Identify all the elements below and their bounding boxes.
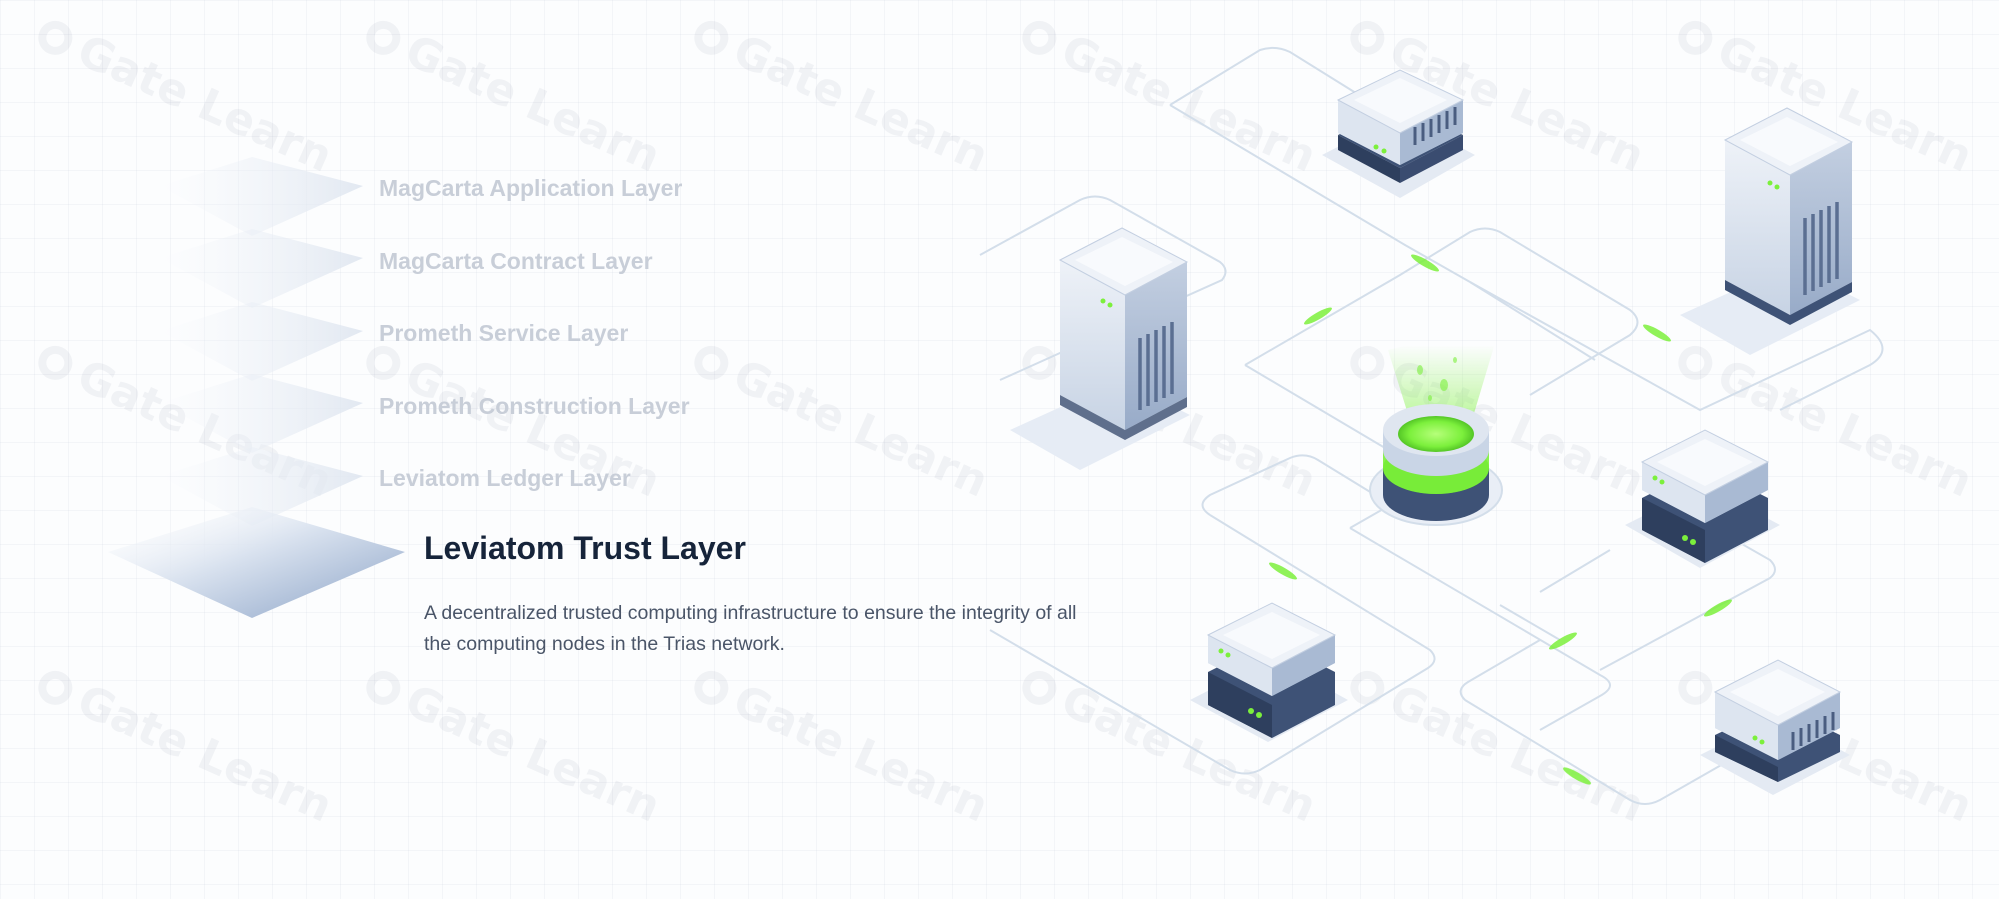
layer-plate-construction (160, 374, 363, 453)
server-block-top (1322, 69, 1475, 198)
data-packet-icon (1411, 254, 1439, 272)
layer-label-contract[interactable]: MagCarta Contract Layer (379, 248, 653, 274)
server-block-bottom-right (1700, 659, 1850, 795)
layer-stack-graphic (108, 157, 405, 618)
server-block-right (1625, 429, 1780, 568)
layer-plate-ledger (160, 447, 363, 526)
active-layer-title: Leviatom Trust Layer (424, 530, 746, 566)
connection-lines (979, 46, 1884, 805)
data-packets (1269, 254, 1732, 785)
layer-plate-service (160, 302, 363, 381)
data-packet-icon (1704, 599, 1732, 617)
data-packet-icon (1563, 767, 1591, 785)
server-tower-icon (1680, 107, 1860, 355)
data-packet-icon (1549, 632, 1577, 650)
layer-label-construction[interactable]: Prometh Construction Layer (379, 393, 690, 419)
server-tower-icon (1010, 227, 1190, 470)
data-packet-icon (1269, 562, 1297, 580)
layer-plate-trust-active (108, 507, 405, 618)
layer-plate-contract (160, 229, 363, 308)
server-block-bottom-left (1190, 602, 1348, 742)
layer-label-ledger[interactable]: Leviatom Ledger Layer (379, 465, 631, 491)
layer-label-service[interactable]: Prometh Service Layer (379, 320, 629, 346)
layer-plate-application (160, 157, 363, 236)
data-packet-icon (1304, 307, 1332, 325)
active-layer-description: A decentralized trusted computing infras… (424, 602, 1077, 655)
data-packet-icon (1643, 324, 1671, 342)
trusted-core-node-icon (1369, 345, 1503, 526)
layer-label-application[interactable]: MagCarta Application Layer (379, 175, 683, 201)
